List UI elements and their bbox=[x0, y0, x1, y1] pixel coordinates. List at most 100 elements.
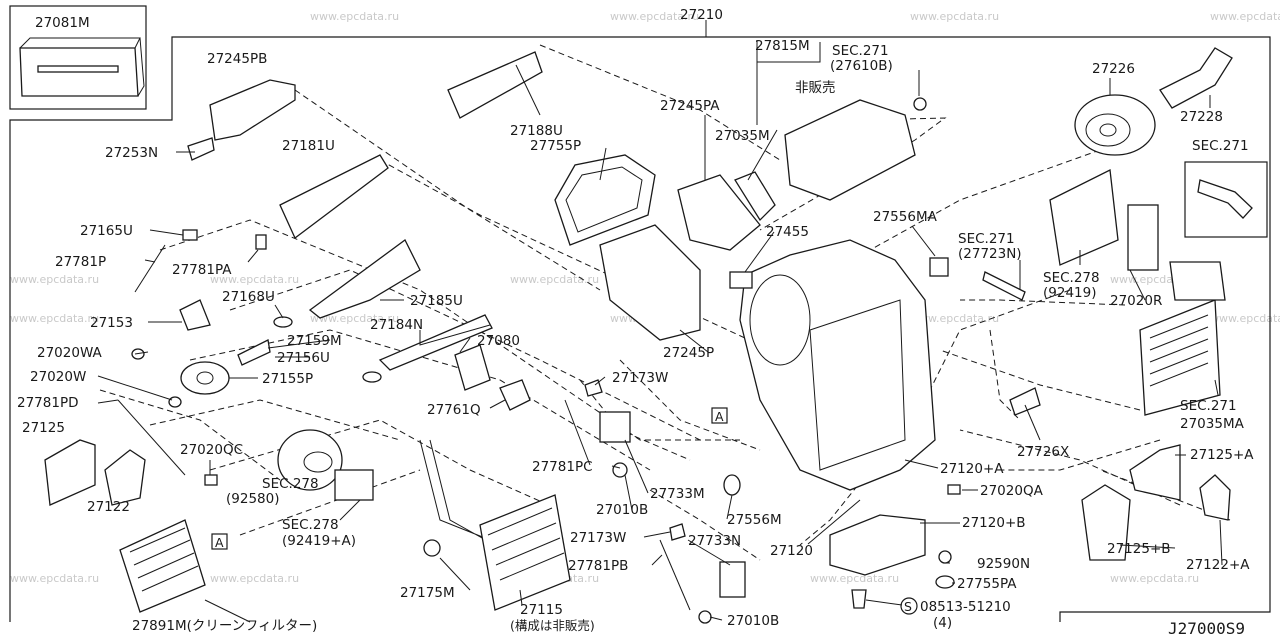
label-27168U: 27168U bbox=[222, 289, 275, 305]
label-sec278-92419: SEC.278 bbox=[1043, 270, 1100, 286]
part-27155P bbox=[180, 361, 230, 395]
part-27253N bbox=[187, 137, 215, 161]
label-27455: 27455 bbox=[766, 224, 809, 240]
label-27020WA: 27020WA bbox=[37, 345, 103, 361]
part-08513-51210 bbox=[851, 589, 867, 609]
part-27733N bbox=[719, 561, 746, 598]
callout-box-a bbox=[711, 407, 728, 424]
label-27153: 27153 bbox=[90, 315, 133, 331]
part-27120-main-housing bbox=[739, 239, 936, 491]
watermark: www.epcdata.ru bbox=[310, 10, 399, 23]
bolt-symbol-circle bbox=[900, 597, 918, 615]
label-27035MA: 27035MA bbox=[1180, 416, 1245, 432]
label-27253N: 27253N bbox=[105, 145, 158, 161]
watermark: www.epcdata.ru bbox=[1210, 312, 1280, 325]
label-27188U: 27188U bbox=[510, 123, 563, 139]
part-27185U bbox=[308, 239, 421, 319]
part-27035M bbox=[734, 171, 776, 222]
part-27173W-upper bbox=[584, 379, 603, 397]
watermark: www.epcdata.ru bbox=[210, 273, 299, 286]
inset-box-27081M bbox=[9, 5, 147, 110]
part-27181U bbox=[279, 154, 389, 240]
part-27245PB bbox=[209, 79, 296, 141]
part-27733M bbox=[599, 411, 631, 443]
watermark: www.epcdata.ru bbox=[910, 10, 999, 23]
label-27120A: 27120+A bbox=[940, 461, 1004, 477]
watermark: www.epcdata.ru bbox=[610, 10, 699, 23]
label-08513-qty: (4) bbox=[933, 615, 952, 631]
part-27781P bbox=[134, 244, 166, 293]
label-27155P: 27155P bbox=[262, 371, 313, 387]
label-sec271-mid: SEC.271 bbox=[1180, 398, 1237, 414]
label-27035M: 27035M bbox=[715, 128, 770, 144]
label-27245PA: 27245PA bbox=[660, 98, 720, 114]
part-27120B bbox=[829, 514, 926, 576]
part-27168U bbox=[273, 316, 293, 328]
part-27122 bbox=[104, 449, 146, 506]
assembly-frame bbox=[9, 5, 1271, 622]
part-27122A bbox=[1199, 474, 1231, 521]
part-27159M bbox=[237, 339, 271, 366]
callout-text-a: A bbox=[715, 409, 724, 424]
part-27755PA bbox=[935, 575, 955, 589]
part-27815M bbox=[784, 99, 916, 201]
callout-text-a: A bbox=[215, 535, 224, 550]
label-27020W: 27020W bbox=[30, 369, 86, 385]
part-27761Q bbox=[499, 379, 531, 411]
label-27184N: 27184N bbox=[370, 317, 423, 333]
label-27020R: 27020R bbox=[1110, 293, 1162, 309]
label-27726X: 27726X bbox=[1017, 444, 1069, 460]
watermark: www.epcdata.ru bbox=[810, 572, 899, 585]
label-27115: 27115 bbox=[520, 602, 563, 618]
part-27188U bbox=[447, 51, 543, 119]
watermark: www.epcdata.ru bbox=[1110, 572, 1199, 585]
label-27815M: 27815M bbox=[755, 38, 810, 54]
label-27781PC: 27781PC bbox=[532, 459, 593, 475]
label-27185U: 27185U bbox=[410, 293, 463, 309]
label-27010B-lower: 27010B bbox=[727, 613, 779, 629]
part-27726X bbox=[1009, 387, 1041, 416]
label-27755PA: 27755PA bbox=[957, 576, 1017, 592]
callout-markers: A A bbox=[211, 407, 728, 550]
part-sec278-92419A bbox=[334, 469, 374, 501]
part-sec271-27610B bbox=[913, 97, 927, 111]
label-27755P: 27755P bbox=[530, 138, 581, 154]
label-27125: 27125 bbox=[22, 420, 65, 436]
label-27556MA: 27556MA bbox=[873, 209, 938, 225]
bolt-symbol: S bbox=[904, 599, 912, 614]
part-92590N bbox=[938, 550, 952, 564]
label-27556M: 27556M bbox=[727, 512, 782, 528]
part-sec278-92419 bbox=[1049, 169, 1119, 266]
callout-box-a bbox=[211, 533, 228, 550]
label-sec278-92580-ref: (92580) bbox=[226, 491, 279, 507]
part-27556MA bbox=[929, 257, 949, 277]
part-27020W bbox=[168, 396, 182, 408]
part-27153 bbox=[179, 299, 211, 331]
part-27156U bbox=[362, 371, 382, 383]
part-27781PC bbox=[564, 399, 591, 466]
part-27891M-clean-filter bbox=[119, 519, 206, 613]
label-27173W-upper: 27173W bbox=[612, 370, 668, 386]
label-27733M: 27733M bbox=[650, 486, 705, 502]
part-27781PD bbox=[117, 399, 186, 476]
part-27125B bbox=[1081, 484, 1131, 561]
part-27173W-lower bbox=[669, 523, 686, 541]
part-27020QA bbox=[947, 484, 961, 495]
label-sec271-27610B-ref: (27610B) bbox=[830, 58, 893, 74]
part-27081M bbox=[19, 37, 145, 97]
part-27245PA bbox=[677, 174, 761, 251]
label-27120B: 27120+B bbox=[962, 515, 1026, 531]
label-92590N: 92590N bbox=[977, 556, 1030, 572]
part-27125 bbox=[44, 439, 96, 506]
part-27556M bbox=[723, 474, 741, 496]
label-27781PB: 27781PB bbox=[568, 558, 628, 574]
part-27781PB bbox=[659, 539, 691, 611]
label-27781P: 27781P bbox=[55, 254, 106, 270]
watermark: www.epcdata.ru bbox=[310, 312, 399, 325]
label-08513-51210: 08513-51210 bbox=[920, 599, 1011, 615]
label-27165U: 27165U bbox=[80, 223, 133, 239]
label-27010B-upper: 27010B bbox=[596, 502, 648, 518]
label-27122A: 27122+A bbox=[1186, 557, 1250, 573]
part-labels: 27081M 27210 27245PB 27188U 27815M 非販売 S… bbox=[17, 7, 1254, 634]
